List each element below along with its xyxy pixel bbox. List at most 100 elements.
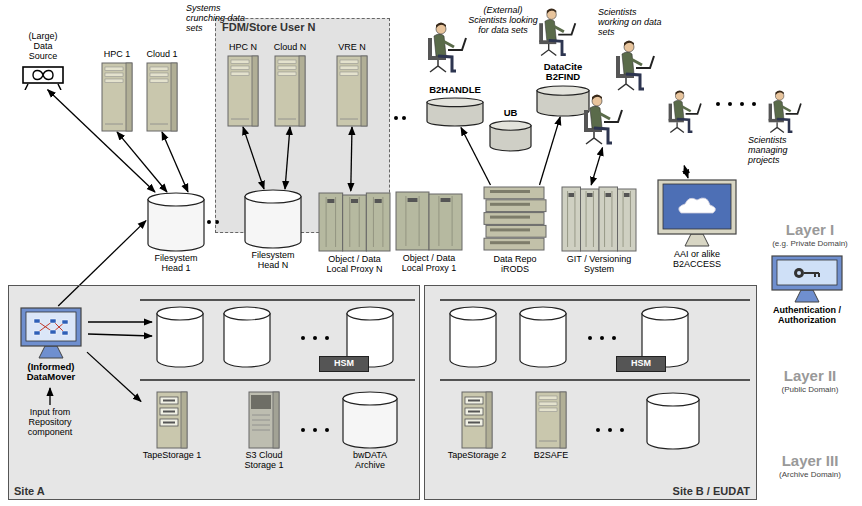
shape (568, 193, 574, 197)
ellipsis-dot (313, 336, 317, 340)
component-node: B2HANDLE (425, 85, 485, 127)
shape (623, 191, 624, 247)
shape (405, 196, 406, 246)
component-icon (146, 192, 206, 252)
shape (419, 196, 420, 246)
node-label: AAI or alike B2ACCESS (652, 250, 742, 270)
shape (252, 425, 270, 426)
shape (252, 430, 270, 431)
component-node: Scientists managing projects (668, 90, 803, 166)
shape (605, 193, 611, 197)
shape (224, 307, 270, 320)
shape (150, 67, 168, 71)
connector-arrow (684, 166, 688, 178)
component-icon (668, 90, 803, 134)
shape (428, 38, 432, 58)
component-icon (521, 391, 581, 449)
shape (486, 392, 492, 448)
shape (50, 330, 56, 334)
disk-symbol (647, 393, 699, 449)
user-group-frame: FDM/Store User NHPC NCloud NVRE NFilesys… (215, 18, 390, 233)
node-label: Filesystem Head N (243, 251, 303, 271)
node-label: B2SAFE (521, 451, 581, 461)
note-label: Systems crunching data sets (186, 4, 248, 34)
node-label: Scientists working on data sets (582, 8, 664, 38)
component-node: Filesystem Head N (243, 189, 303, 271)
person-figure (769, 90, 801, 132)
server-body (157, 392, 187, 448)
shape (675, 90, 684, 95)
note-label: (External) Scientists looking for data s… (468, 6, 538, 36)
node-label: (Informed) DataMover (15, 362, 87, 383)
shape (231, 60, 249, 64)
component-icon (141, 391, 203, 449)
node-label: VRE N (331, 43, 373, 53)
ellipsis-dot (313, 428, 317, 432)
connector-arrow (48, 90, 155, 192)
shape (361, 56, 367, 126)
tier-line (140, 379, 415, 380)
shape (537, 86, 589, 95)
ellipsis-dot (740, 102, 744, 106)
server-unit (484, 213, 544, 225)
shape (553, 26, 563, 32)
shape (438, 196, 439, 246)
data-arrow (88, 334, 152, 336)
ellipsis-dot (716, 102, 720, 106)
shape (252, 415, 270, 416)
server-body (228, 56, 258, 126)
rack-unit (618, 189, 637, 251)
component-node: bwDATA Archive (341, 391, 399, 471)
node-label: Object / Data Local Proxy 1 (394, 254, 464, 274)
ellipsis-dot (394, 116, 398, 120)
shape (163, 411, 175, 413)
disk-body (520, 313, 566, 367)
node-label: Data Repo iRODS (480, 255, 550, 275)
node-label: GIT / Versioning System (560, 255, 638, 275)
shape (604, 110, 622, 122)
component-node: Scientists working on data sets (582, 8, 664, 148)
shape (774, 100, 784, 119)
shape (686, 104, 701, 114)
server-body (249, 392, 279, 448)
component-node: DataCite B2FIND (535, 62, 591, 117)
server-body (337, 56, 367, 126)
component-node: Cloud 1 (142, 50, 182, 132)
shape (670, 122, 684, 132)
disk-body (157, 313, 203, 367)
shape (465, 397, 483, 404)
shape (163, 400, 175, 402)
component-icon (98, 62, 136, 132)
shape (795, 290, 819, 302)
shape (150, 123, 168, 124)
shape (359, 197, 360, 247)
shape (252, 420, 270, 421)
component-icon (560, 185, 638, 253)
shape (340, 72, 358, 76)
component-icon (15, 306, 87, 360)
ellipsis-dot (588, 336, 592, 340)
shape (105, 67, 123, 71)
site-frame: Site A(Informed) DataMoverHSMTapeStorage… (8, 285, 420, 500)
node-label: DataCite B2FIND (535, 62, 591, 83)
tier-line (440, 299, 750, 300)
shape (560, 392, 566, 448)
shape (326, 197, 327, 247)
component-node: Cloud N (269, 43, 311, 127)
node-label: S3 Cloud Storage 1 (233, 451, 295, 471)
node-label: TapeStorage 1 (141, 451, 203, 461)
shape (584, 110, 588, 130)
hsm-box: HSM (616, 356, 666, 372)
connector-arrow (162, 132, 188, 192)
component-node: HPC 1 (98, 50, 136, 132)
rack-unit (319, 193, 343, 251)
shape (539, 23, 543, 42)
shape (490, 216, 530, 219)
component-icon (766, 254, 848, 304)
node-label: Site B / EUDAT (673, 485, 750, 497)
node-label: B2HANDLE (425, 85, 485, 95)
component-icon (488, 120, 533, 152)
shape (252, 56, 258, 126)
ellipsis-dot (325, 336, 329, 340)
